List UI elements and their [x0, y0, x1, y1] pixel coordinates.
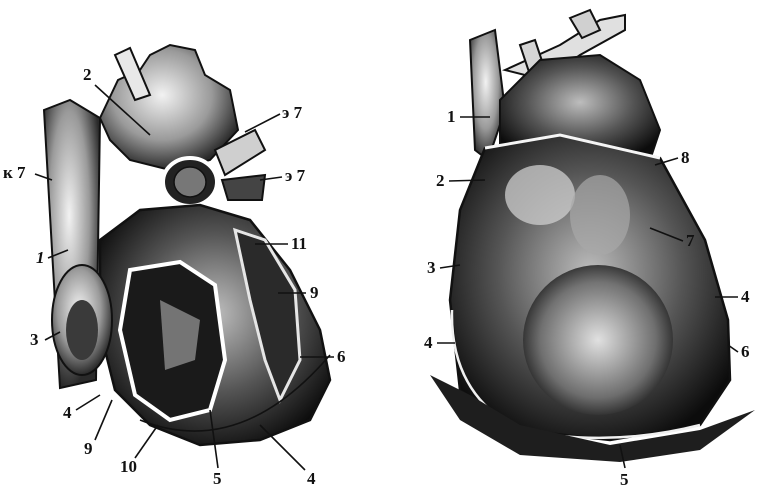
right-label-7: 7: [686, 231, 695, 250]
right-label-4-right: 4: [741, 287, 750, 306]
left-label-7-top: э 7: [282, 103, 303, 122]
left-label-2: 2: [83, 65, 92, 84]
left-label-6: 6: [337, 347, 346, 366]
right-label-3: 3: [427, 258, 436, 277]
left-label-7-mid: э 7: [285, 166, 306, 185]
left-label-10: 10: [120, 457, 137, 476]
left-label-5: 5: [213, 469, 222, 488]
right-label-1: 1: [447, 107, 456, 126]
left-label-9-left: 9: [84, 439, 93, 458]
left-label-3: 3: [30, 330, 39, 349]
right-label-6: 6: [741, 342, 750, 361]
left-label-11: 11: [291, 234, 307, 253]
left-label-9-right: 9: [310, 283, 319, 302]
right-label-2: 2: [436, 171, 445, 190]
right-heart-figure: [430, 10, 755, 462]
left-label-1: 1: [36, 248, 45, 267]
left-label-4-bottom: 4: [307, 469, 316, 488]
left-label-7-left: к 7: [3, 163, 26, 182]
right-label-5: 5: [620, 470, 629, 489]
right-label-8: 8: [681, 148, 690, 167]
right-label-4-left: 4: [424, 333, 433, 352]
left-label-4-left: 4: [63, 403, 72, 422]
right-ventricle-highlight: [523, 265, 673, 415]
